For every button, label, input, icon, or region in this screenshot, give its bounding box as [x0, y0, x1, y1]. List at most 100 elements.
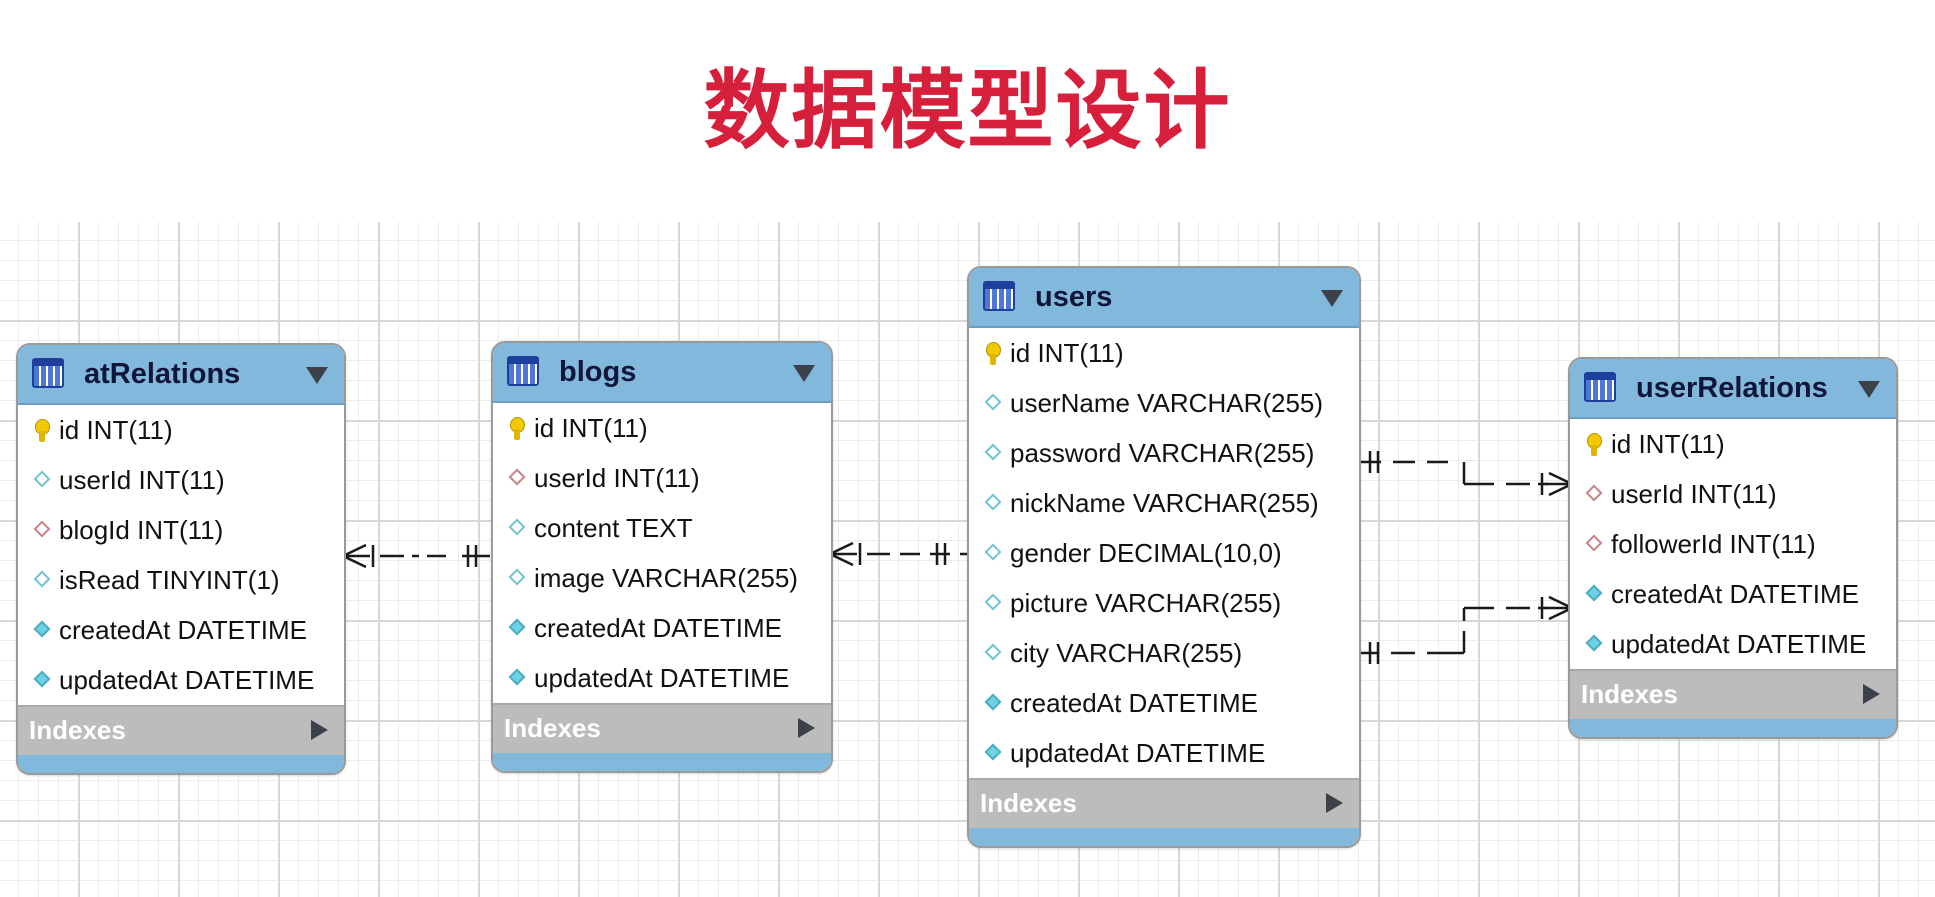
column-row[interactable]: createdAt DATETIME: [493, 603, 831, 653]
column-label: userId INT(11): [534, 463, 700, 493]
column-label: blogId INT(11): [59, 515, 224, 545]
column-label: isRead TINYINT(1): [59, 565, 280, 595]
table-name: users: [1035, 281, 1113, 313]
column-icon: [32, 455, 52, 505]
indexes-section[interactable]: Indexes: [969, 778, 1359, 828]
column-list: id INT(11) userId INT(11) blogId INT(11) is…: [18, 405, 344, 705]
table-userrelations[interactable]: userRelations id INT(11) userId INT(11) fo…: [1568, 357, 1898, 739]
indexes-label: Indexes: [980, 788, 1077, 818]
table-footer: [493, 753, 831, 771]
not-null-column-icon: [32, 605, 52, 655]
relationship-users-userrelations-upper: [1359, 451, 1573, 497]
column-row[interactable]: createdAt DATETIME: [969, 678, 1359, 728]
column-row[interactable]: updatedAt DATETIME: [18, 655, 344, 705]
column-icon: [983, 528, 1003, 578]
primary-key-icon: [507, 403, 527, 453]
relationship-blogs-users: [829, 541, 970, 567]
not-null-column-icon: [1584, 569, 1604, 619]
column-label: id INT(11): [1010, 338, 1124, 368]
table-footer: [18, 755, 344, 773]
column-label: picture VARCHAR(255): [1010, 588, 1282, 618]
column-label: updatedAt DATETIME: [1611, 629, 1867, 659]
column-label: createdAt DATETIME: [1010, 688, 1259, 718]
column-label: id INT(11): [59, 415, 173, 445]
column-row[interactable]: password VARCHAR(255): [969, 428, 1359, 478]
table-icon: [983, 281, 1015, 311]
column-icon: [507, 503, 527, 553]
column-row[interactable]: createdAt DATETIME: [18, 605, 344, 655]
column-label: updatedAt DATETIME: [59, 665, 315, 695]
column-icon: [983, 578, 1003, 628]
column-row[interactable]: userId INT(11): [1570, 469, 1896, 519]
not-null-column-icon: [983, 678, 1003, 728]
column-row[interactable]: createdAt DATETIME: [1570, 569, 1896, 619]
column-label: id INT(11): [1611, 429, 1725, 459]
table-footer: [969, 828, 1359, 846]
column-icon: [983, 378, 1003, 428]
primary-key-icon: [32, 405, 52, 455]
column-icon: [983, 478, 1003, 528]
column-row[interactable]: blogId INT(11): [18, 505, 344, 555]
table-header[interactable]: users: [969, 268, 1359, 328]
column-label: createdAt DATETIME: [534, 613, 783, 643]
collapse-arrow-icon[interactable]: [793, 365, 815, 382]
expand-arrow-icon[interactable]: [798, 718, 815, 738]
column-label: userName VARCHAR(255): [1010, 388, 1324, 418]
column-row[interactable]: id INT(11): [1570, 419, 1896, 469]
column-row[interactable]: id INT(11): [969, 328, 1359, 378]
table-name: atRelations: [84, 358, 241, 390]
column-row[interactable]: updatedAt DATETIME: [969, 728, 1359, 778]
collapse-arrow-icon[interactable]: [306, 367, 328, 384]
indexes-section[interactable]: Indexes: [493, 703, 831, 753]
not-null-column-icon: [983, 728, 1003, 778]
table-atrelations[interactable]: atRelations id INT(11) userId INT(11) blog…: [16, 343, 346, 775]
expand-arrow-icon[interactable]: [1326, 793, 1343, 813]
indexes-section[interactable]: Indexes: [18, 705, 344, 755]
column-icon: [983, 628, 1003, 678]
table-header[interactable]: blogs: [493, 343, 831, 403]
column-row[interactable]: userId INT(11): [493, 453, 831, 503]
indexes-section[interactable]: Indexes: [1570, 669, 1896, 719]
foreign-key-icon: [32, 505, 52, 555]
column-row[interactable]: id INT(11): [18, 405, 344, 455]
column-row[interactable]: nickName VARCHAR(255): [969, 478, 1359, 528]
expand-arrow-icon[interactable]: [1863, 684, 1880, 704]
column-row[interactable]: userName VARCHAR(255): [969, 378, 1359, 428]
column-row[interactable]: followerId INT(11): [1570, 519, 1896, 569]
page-title: 数据模型设计: [703, 61, 1232, 161]
column-row[interactable]: content TEXT: [493, 503, 831, 553]
column-row[interactable]: updatedAt DATETIME: [1570, 619, 1896, 669]
table-icon: [1584, 372, 1616, 402]
table-header[interactable]: atRelations: [18, 345, 344, 405]
table-header[interactable]: userRelations: [1570, 359, 1896, 419]
column-row[interactable]: city VARCHAR(255): [969, 628, 1359, 678]
column-list: id INT(11) userId INT(11) followerId INT(1…: [1570, 419, 1896, 669]
column-icon: [32, 555, 52, 605]
column-label: updatedAt DATETIME: [1010, 738, 1266, 768]
relationship-atrelations-blogs: [342, 543, 490, 569]
relationship-users-userrelations-lower: [1359, 595, 1573, 664]
indexes-label: Indexes: [504, 713, 601, 743]
column-row[interactable]: image VARCHAR(255): [493, 553, 831, 603]
column-label: image VARCHAR(255): [534, 563, 798, 593]
column-row[interactable]: userId INT(11): [18, 455, 344, 505]
table-blogs[interactable]: blogs id INT(11) userId INT(11) content TE…: [491, 341, 833, 773]
indexes-label: Indexes: [29, 715, 126, 745]
not-null-column-icon: [507, 603, 527, 653]
column-list: id INT(11) userId INT(11) content TEXT imag…: [493, 403, 831, 703]
expand-arrow-icon[interactable]: [311, 720, 328, 740]
table-users[interactable]: users id INT(11) userName VARCHAR(255) pas…: [967, 266, 1361, 848]
table-icon: [32, 358, 64, 388]
column-label: id INT(11): [534, 413, 648, 443]
not-null-column-icon: [1584, 619, 1604, 669]
primary-key-icon: [983, 328, 1003, 378]
column-row[interactable]: isRead TINYINT(1): [18, 555, 344, 605]
column-row[interactable]: picture VARCHAR(255): [969, 578, 1359, 628]
collapse-arrow-icon[interactable]: [1858, 381, 1880, 398]
column-row[interactable]: gender DECIMAL(10,0): [969, 528, 1359, 578]
column-icon: [507, 553, 527, 603]
collapse-arrow-icon[interactable]: [1321, 290, 1343, 307]
column-row[interactable]: id INT(11): [493, 403, 831, 453]
column-label: followerId INT(11): [1611, 529, 1816, 559]
column-row[interactable]: updatedAt DATETIME: [493, 653, 831, 703]
